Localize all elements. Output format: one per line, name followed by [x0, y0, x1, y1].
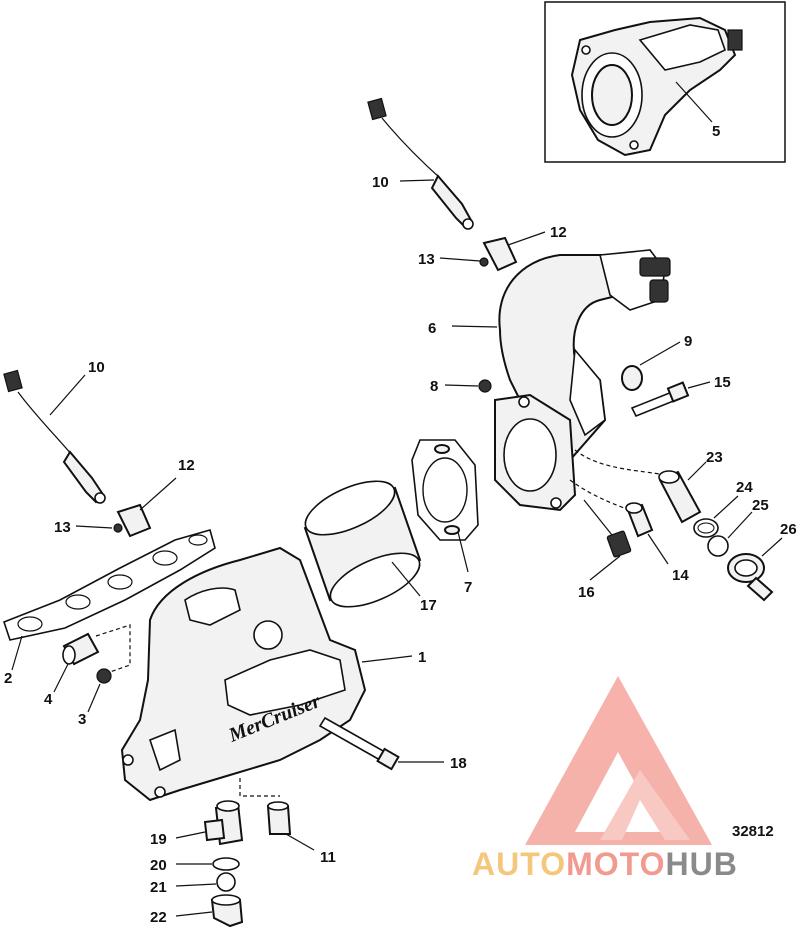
callout-7: 7	[464, 579, 472, 596]
part-11-drain-plug	[266, 801, 292, 835]
part-18-bolt	[318, 716, 400, 771]
callout-10-upper: 10	[372, 174, 389, 191]
callout-5: 5	[712, 123, 720, 140]
callout-23: 23	[706, 449, 723, 466]
part-21-check-ball	[216, 872, 236, 892]
part-10-lower-oxygen-sensor	[3, 369, 106, 504]
callout-1: 1	[418, 649, 426, 666]
callout-21: 21	[150, 879, 167, 896]
part-22-drain-elbow	[210, 894, 244, 928]
callout-13-lower: 13	[54, 519, 71, 536]
part-14-fitting	[625, 502, 654, 538]
figure-number: 32812	[732, 823, 774, 840]
callout-11: 11	[320, 849, 336, 866]
part-20-o-ring	[212, 857, 240, 871]
part-9-plug	[621, 365, 643, 391]
part-13-upper-screw	[479, 257, 489, 267]
callout-17: 17	[420, 597, 437, 614]
part-1-exhaust-manifold: MerCruiser	[120, 546, 367, 802]
watermark-moto: MOTO	[566, 846, 666, 882]
callout-13-upper: 13	[418, 251, 435, 268]
part-3-plug	[96, 668, 112, 684]
watermark-text: AUTOMOTOHUB	[472, 846, 738, 883]
callout-18: 18	[450, 755, 467, 772]
part-8-nut	[478, 379, 492, 393]
part-5-elbow-detail	[570, 16, 743, 157]
callout-8: 8	[430, 378, 438, 395]
callout-12-lower: 12	[178, 457, 195, 474]
part-7-gasket	[411, 439, 479, 541]
part-6-elbow-flange	[494, 393, 577, 512]
callout-labels: 1 2 3 4 5 6 7 8 9 10 10 11 12 12 13 13 1…	[4, 123, 797, 926]
part-24-o-ring	[693, 518, 719, 538]
part-4-fitting	[62, 632, 100, 666]
callout-2: 2	[4, 670, 12, 687]
callout-4: 4	[44, 691, 53, 708]
watermark-auto: AUTO	[472, 846, 567, 882]
part-19-drain-fitting	[203, 800, 244, 846]
callout-6: 6	[428, 320, 436, 337]
inset-box	[544, 1, 786, 163]
part-26-hose-fitting	[727, 553, 774, 602]
part-10-upper-oxygen-sensor	[367, 97, 474, 230]
part-25-check-ball	[707, 535, 729, 557]
callout-26: 26	[780, 521, 797, 538]
callout-19: 19	[150, 831, 167, 848]
watermark-logo	[525, 676, 712, 845]
callout-3: 3	[78, 711, 86, 728]
watermark-hub: HUB	[665, 846, 738, 882]
callout-20: 20	[150, 857, 167, 874]
callout-22: 22	[150, 909, 167, 926]
part-12-lower-clamp	[116, 503, 152, 538]
callout-12-upper: 12	[550, 224, 567, 241]
part-13-lower-screw	[113, 523, 123, 533]
callout-10-lower: 10	[88, 359, 105, 376]
callout-14: 14	[672, 567, 689, 584]
part-2-manifold-gasket	[3, 529, 216, 641]
part-17-exhaust-sleeve	[303, 480, 422, 608]
callout-25: 25	[752, 497, 769, 514]
part-16-temperature-sensor	[583, 499, 632, 558]
part-15-bolt	[630, 381, 690, 418]
callout-15: 15	[714, 374, 731, 391]
callout-9: 9	[684, 333, 692, 350]
part-12-upper-clamp	[482, 236, 518, 272]
callout-16: 16	[578, 584, 595, 601]
callout-24: 24	[736, 479, 753, 496]
part-23-fitting	[658, 470, 702, 524]
